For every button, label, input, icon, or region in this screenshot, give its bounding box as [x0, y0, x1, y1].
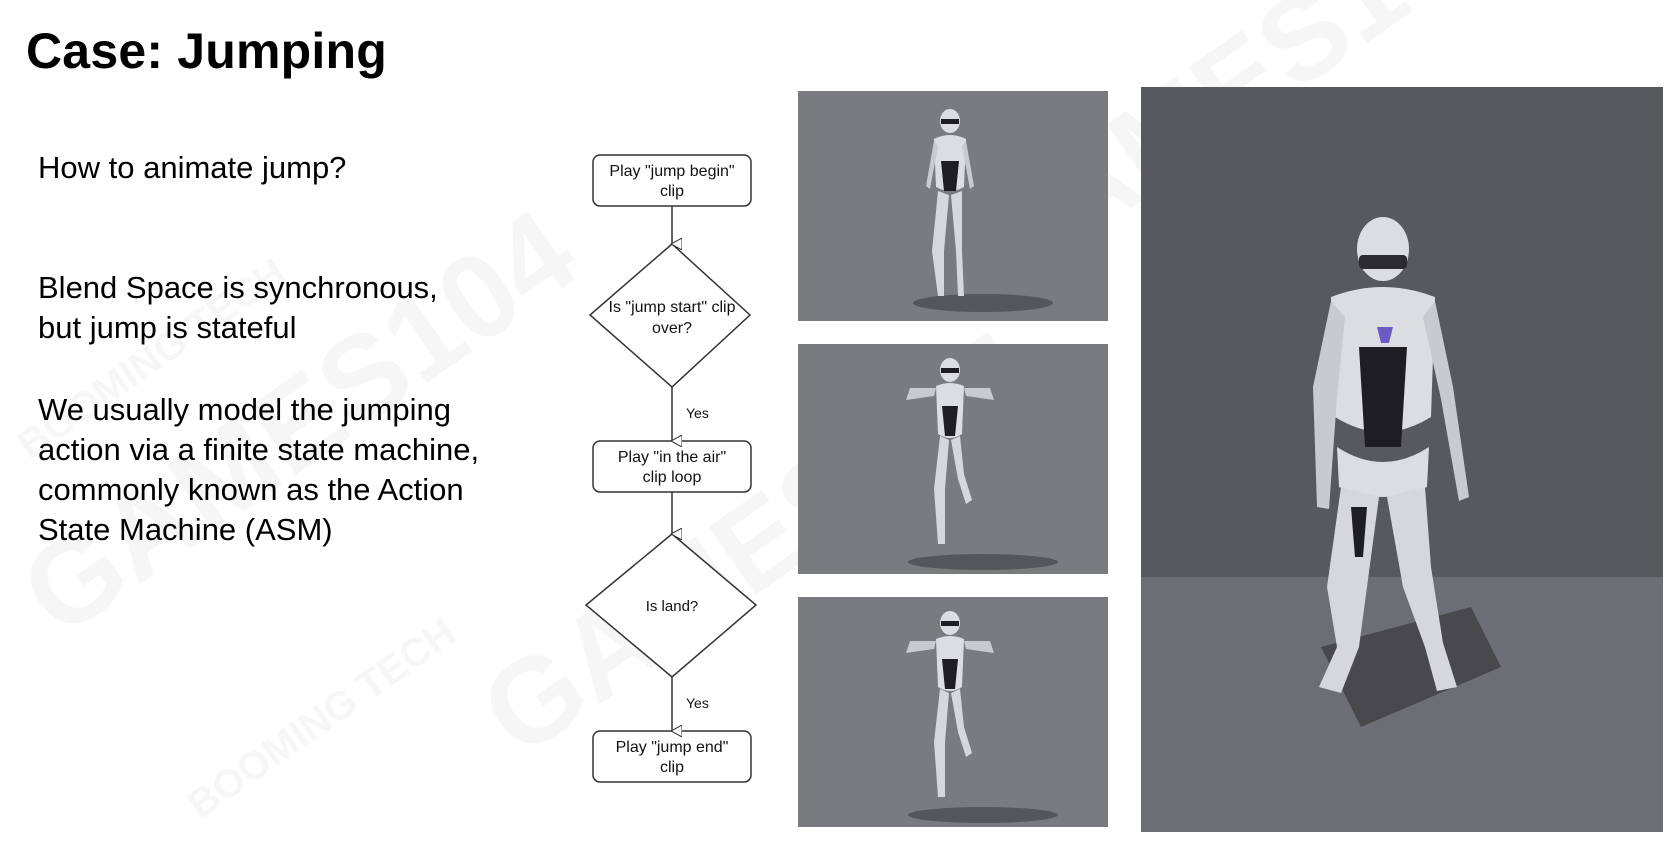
step-jump-end-line1: Play "jump end": [616, 739, 729, 756]
jump-begin-thumbnail: [798, 91, 1108, 321]
paragraph-synchronous: Blend Space is synchronous, but jump is …: [38, 268, 438, 348]
robot-figure-icon: [906, 358, 994, 544]
step-in-the-air-line1: Play "in the air": [618, 449, 726, 466]
jump-end-thumbnail: [798, 597, 1108, 827]
in-the-air-thumbnail: [798, 344, 1108, 574]
question-text: How to animate jump?: [38, 150, 347, 185]
step-in-the-air-line2: clip loop: [643, 469, 702, 486]
jump-flowchart: Play "jump begin" clip Is "jump start" c…: [584, 154, 758, 783]
yes-label: Yes: [686, 405, 709, 421]
slide-title: Case: Jumping: [26, 23, 387, 79]
paragraph-line: Blend Space is synchronous,: [38, 270, 438, 305]
robot-figure-icon: [906, 611, 994, 797]
paragraph-line: action via a finite state machine,: [38, 432, 480, 467]
step-jump-begin-line2: clip: [660, 183, 684, 200]
paragraph-line: but jump is stateful: [38, 310, 297, 345]
decision-is-land-text: Is land?: [646, 598, 699, 615]
paragraph-asm: We usually model the jumping action via …: [38, 390, 479, 550]
decision-jump-start-line2: over?: [652, 320, 692, 337]
decision-jump-start-line1: Is "jump start" clip: [609, 299, 736, 316]
watermark-text: BOOMING TECH: [180, 610, 464, 827]
paragraph-line: State Machine (ASM): [38, 512, 333, 547]
step-jump-begin-line1: Play "jump begin": [609, 163, 734, 180]
yes-label: Yes: [686, 695, 709, 711]
robot-figure-icon: [1313, 217, 1469, 693]
step-jump-end-line2: clip: [660, 759, 684, 776]
paragraph-line: commonly known as the Action: [38, 472, 464, 507]
robot-figure-icon: [926, 109, 974, 296]
paragraph-line: We usually model the jumping: [38, 392, 451, 427]
robot-main-render: [1141, 87, 1663, 832]
